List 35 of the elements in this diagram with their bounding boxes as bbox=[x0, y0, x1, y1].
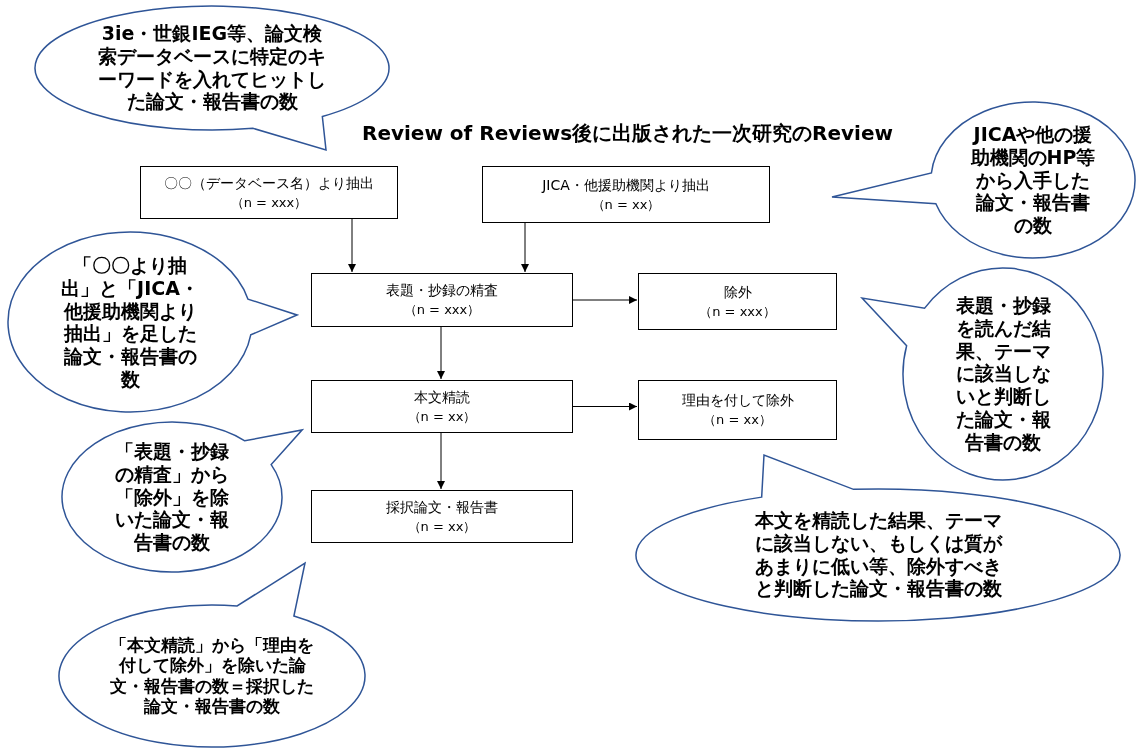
step-label: 本文精読 bbox=[414, 387, 470, 407]
callout-text: 「〇〇より抽出」と「JICA・他援助機関より抽出」を足した論文・報告書の数 bbox=[60, 253, 200, 391]
callout-text: 「本文精読」から「理由を付して除外」を除いた論文・報告書の数＝採択した論文・報告書の数 bbox=[109, 635, 315, 717]
process-box bbox=[311, 380, 573, 433]
callout-text: 表題・抄録を読んだ結果、テーマに該当しないと判断した論文・報告書の数 bbox=[954, 294, 1052, 454]
callout-text: 本文を精読した結果、テーマに該当しない、もしくは質があまりに低い等、除外すべきと判断した論文・報告書の数 bbox=[753, 509, 1004, 601]
step-label: 採択論文・報告書 bbox=[386, 497, 498, 517]
process-box bbox=[140, 166, 398, 219]
diagram-title: Review of Reviews後に出版された一次研究のReview bbox=[362, 120, 893, 147]
process-box bbox=[638, 380, 837, 440]
step-label: 〇〇（データベース名）より抽出 bbox=[164, 173, 374, 193]
process-box bbox=[638, 273, 837, 330]
arrow bbox=[521, 222, 529, 273]
count-label: （n = xxx） bbox=[403, 301, 481, 319]
step-label: 除外 bbox=[723, 282, 752, 302]
process-box bbox=[482, 166, 770, 223]
arrow bbox=[437, 432, 445, 490]
callout-text: 「表題・抄録の精査」から「除外」を除いた論文・報告書の数 bbox=[115, 440, 229, 554]
arrow bbox=[572, 402, 638, 411]
count-label: （n = xxx） bbox=[699, 302, 776, 321]
arrow bbox=[572, 296, 638, 304]
process-box bbox=[311, 490, 573, 543]
count-label: （n = xx） bbox=[591, 195, 661, 214]
arrow bbox=[348, 218, 356, 273]
callout-text: 3ie・世銀IEG等、論文検索データベースに特定のキーワードを入れてヒットした論文・報告書の数 bbox=[97, 22, 327, 114]
callout-text: JICAや他の援助機関のHP等から入手した論文・報告書の数 bbox=[969, 123, 1097, 237]
step-label: 表題・抄録の精査 bbox=[386, 281, 498, 300]
process-box bbox=[311, 273, 573, 327]
arrow bbox=[437, 326, 445, 380]
count-label: （n = xx） bbox=[703, 411, 772, 429]
step-label: 理由を付して除外 bbox=[681, 391, 794, 410]
step-label: JICA・他援助機関より抽出 bbox=[542, 175, 710, 195]
count-label: （n = xx） bbox=[407, 407, 477, 426]
count-label: （n = xx） bbox=[407, 517, 477, 536]
count-label: （n = xxx） bbox=[230, 193, 308, 212]
